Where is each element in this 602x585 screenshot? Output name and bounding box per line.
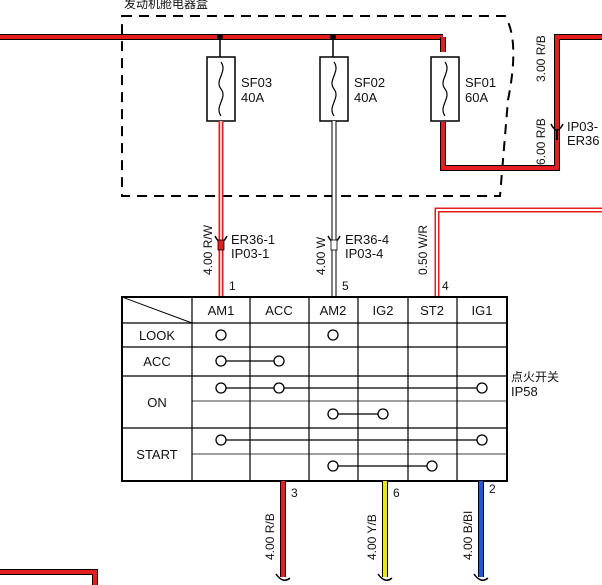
contact-point	[215, 329, 227, 341]
fuse-name: SF02	[354, 75, 385, 90]
fuse-rating: 40A	[354, 90, 377, 105]
contact-point	[426, 460, 438, 472]
connector-label: IP03-1	[231, 246, 269, 261]
wire-acc-output	[275, 481, 291, 581]
row-label: START	[136, 447, 177, 462]
connector-label: ER36-4	[345, 232, 389, 247]
contact-point	[273, 355, 285, 367]
wire-left-bottom	[0, 569, 98, 585]
wire-ig1-output	[473, 481, 489, 581]
pin-number: 3	[291, 486, 298, 500]
switch-id: IP58	[511, 384, 538, 399]
contact-point	[327, 329, 339, 341]
connector-label: ER36-1	[231, 232, 275, 247]
fuse-name: SF03	[241, 75, 272, 90]
connector-symbol	[550, 123, 564, 140]
contact-point	[327, 460, 339, 472]
wire-ig2-output	[377, 481, 393, 581]
pin-number: 2	[489, 482, 496, 496]
pin-number: 4	[442, 279, 449, 293]
row-label: LOOK	[139, 328, 175, 343]
contact-point	[476, 434, 488, 446]
switch-name: 点火开关	[511, 370, 559, 384]
pin-number: 6	[393, 486, 400, 500]
connector-label: IP03-4	[345, 246, 383, 261]
ignition-switch-table: AM1 ACC AM2 IG2 ST2 IG1 LOOK ACC ON STAR…	[121, 296, 508, 482]
connector-symbol	[327, 235, 341, 251]
wire-st2	[434, 207, 602, 296]
fuse-rating: 60A	[465, 90, 488, 105]
wire-label: 3.00 R/B	[534, 35, 548, 82]
contact-point	[327, 408, 339, 420]
wire-label: 0.50 W/R	[416, 225, 430, 275]
contact-point	[476, 382, 488, 394]
connector-label: ER36	[567, 133, 600, 148]
column-header: IG1	[472, 303, 493, 318]
wire-label: 4.00 R/W	[201, 224, 215, 275]
fuse-sf01: SF01 60A	[430, 56, 496, 122]
wire-label: 4.00 R/B	[263, 513, 277, 560]
pin-number: 5	[342, 279, 349, 293]
row-label: ON	[147, 395, 167, 410]
column-header: ST2	[420, 303, 444, 318]
fuse-box-title: 发动机舱电器盒	[124, 0, 208, 11]
fuse-sf03: SF03 40A	[206, 56, 272, 122]
fuse-box-outline	[121, 15, 515, 197]
fuse-sf02: SF02 40A	[319, 56, 385, 122]
wire-label: 4.00 B/BI	[461, 511, 475, 560]
wire-label: 4.00 Y/B	[365, 514, 379, 560]
wire-label: 6.00 R/B	[534, 118, 548, 165]
column-header: AM1	[208, 303, 235, 318]
contact-point	[215, 382, 227, 394]
column-header: ACC	[265, 303, 292, 318]
fuse-rating: 40A	[241, 90, 264, 105]
column-header: IG2	[373, 303, 394, 318]
contact-point	[377, 408, 389, 420]
pin-number: 1	[229, 279, 236, 293]
contact-point	[215, 355, 227, 367]
contact-point	[215, 434, 227, 446]
column-header: AM2	[320, 303, 347, 318]
wire-label: 4.00 W	[314, 236, 328, 275]
contact-point	[273, 382, 285, 394]
connector-label: IP03-	[567, 119, 598, 134]
sf01-output-wire	[440, 34, 602, 171]
fuse-name: SF01	[465, 75, 496, 90]
row-label: ACC	[143, 354, 170, 369]
connector-symbol	[214, 235, 228, 251]
